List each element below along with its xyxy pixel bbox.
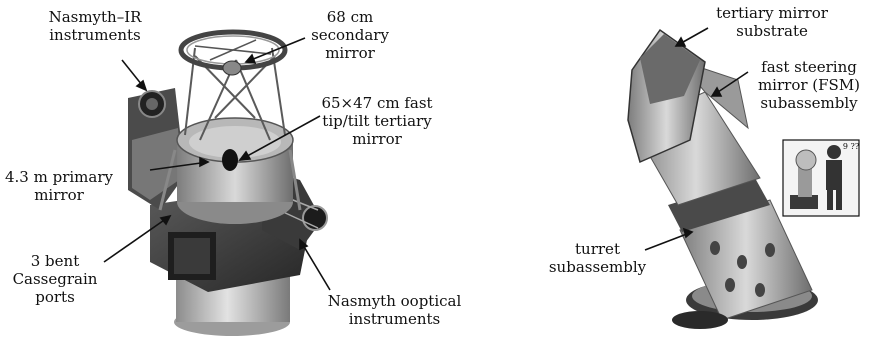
label-nasmyth-optical-line1: Nasmyth ooptical	[312, 292, 477, 310]
label-tertiary-line1: 65×47 cm fast	[302, 94, 452, 112]
label-fsm-line2: mirror (FSM)	[748, 76, 870, 94]
label-tertiary-mirror: 65×47 cm fast tip/tilt tertiary mirror	[302, 94, 452, 148]
label-turret-line1: turret	[545, 240, 650, 258]
person-figure-icon	[827, 145, 841, 159]
label-primary-line2: mirror	[0, 186, 118, 204]
label-primary-mirror: 4.3 m primary mirror	[0, 168, 118, 204]
label-tertiary-substrate-line1: tertiary mirror	[712, 4, 832, 22]
scale-inset	[783, 140, 859, 216]
label-tertiary-substrate-line2: substrate	[712, 22, 832, 40]
label-tertiary-line2: tip/tilt tertiary	[302, 112, 452, 130]
label-fsm-subassembly: fast steering mirror (FSM) subassembly	[748, 58, 870, 112]
label-fsm-line1: fast steering	[748, 58, 870, 76]
label-cassegrain-line3: ports	[0, 288, 110, 306]
label-nasmyth-ir: Nasmyth–IR instruments	[20, 8, 170, 44]
label-nasmyth-ir-line1: Nasmyth–IR	[20, 8, 170, 26]
scale-inset-label: 9 ??	[840, 142, 862, 151]
tertiary-mirror	[222, 149, 238, 171]
label-cassegrain-ports: 3 bent Cassegrain ports	[0, 252, 110, 306]
label-secondary-line3: mirror	[300, 44, 400, 62]
label-cassegrain-line2: Cassegrain	[0, 270, 110, 288]
label-turret-subassembly: turret subassembly	[545, 240, 650, 276]
label-nasmyth-ir-line2: instruments	[20, 26, 170, 44]
label-cassegrain-line1: 3 bent	[0, 252, 110, 270]
label-turret-line2: subassembly	[545, 258, 650, 276]
label-secondary-line2: secondary	[300, 26, 400, 44]
label-secondary-line1: 68 cm	[300, 8, 400, 26]
label-fsm-line3: subassembly	[748, 94, 870, 112]
telescope-illustration	[128, 32, 327, 336]
secondary-mirror	[223, 61, 241, 75]
label-tertiary-substrate: tertiary mirror substrate	[712, 4, 832, 40]
label-nasmyth-optical-line2: instruments	[312, 310, 477, 328]
label-nasmyth-optical: Nasmyth ooptical instruments	[312, 292, 477, 328]
label-secondary-mirror: 68 cm secondary mirror	[300, 8, 400, 62]
label-tertiary-line3: mirror	[302, 130, 452, 148]
label-primary-line1: 4.3 m primary	[0, 168, 118, 186]
